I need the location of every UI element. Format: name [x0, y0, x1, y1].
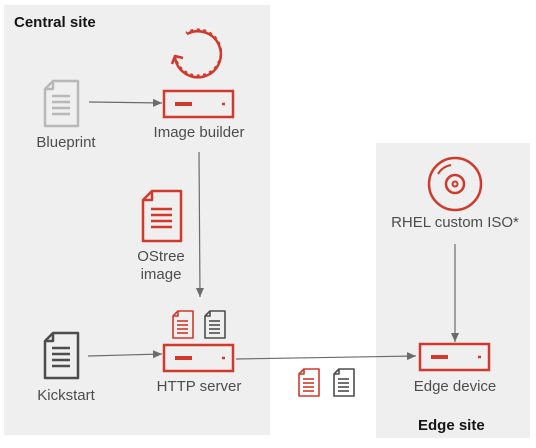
ostree-document-icon	[141, 189, 183, 243]
kickstart-label: Kickstart	[37, 387, 95, 404]
small-red-document-icon	[172, 310, 194, 339]
central-site-title: Central site	[14, 14, 96, 31]
blueprint-document-icon	[43, 79, 80, 128]
image-builder-server-icon	[162, 89, 235, 119]
blueprint-label: Blueprint	[36, 134, 96, 151]
central-site-panel	[4, 5, 270, 435]
edge-site-title: Edge site	[418, 417, 485, 434]
disc-icon	[427, 156, 483, 212]
kickstart-document-icon	[43, 331, 80, 380]
refresh-icon	[170, 28, 223, 79]
http-server-label: HTTP server	[156, 378, 242, 395]
image-builder-label: Image builder	[153, 124, 245, 141]
transit-red-document-icon	[298, 368, 320, 397]
small-dark-document-icon	[204, 310, 226, 339]
http-server-icon	[162, 343, 235, 373]
ostree-label-line1: OStree	[137, 248, 185, 265]
arrow-builder-to-http	[195, 151, 204, 298]
edge-device-server-icon	[418, 342, 491, 372]
arrow-kickstart-to-http	[87, 350, 163, 359]
arrow-blueprint-to-builder	[88, 98, 163, 107]
transit-dark-document-icon	[333, 368, 355, 397]
arrow-http-to-edge	[235, 352, 417, 361]
rhel-iso-label: RHEL custom ISO*	[391, 214, 519, 231]
ostree-label-line2: image	[140, 266, 182, 283]
edge-device-label: Edge device	[413, 378, 497, 395]
